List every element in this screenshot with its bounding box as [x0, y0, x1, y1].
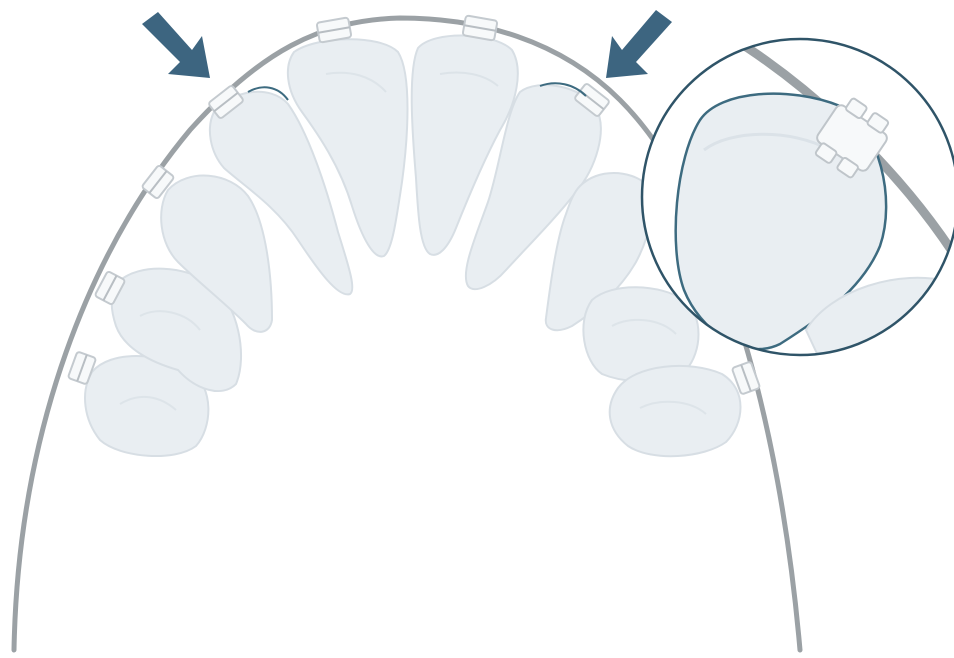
left-arrow-icon: [142, 12, 210, 78]
right-molar-tooth: [610, 366, 741, 456]
bracket: [317, 17, 352, 42]
magnifier-inset: [642, 20, 954, 360]
right-arrow-icon: [606, 10, 672, 78]
left-teeth: [85, 39, 407, 456]
bracket: [463, 15, 498, 40]
